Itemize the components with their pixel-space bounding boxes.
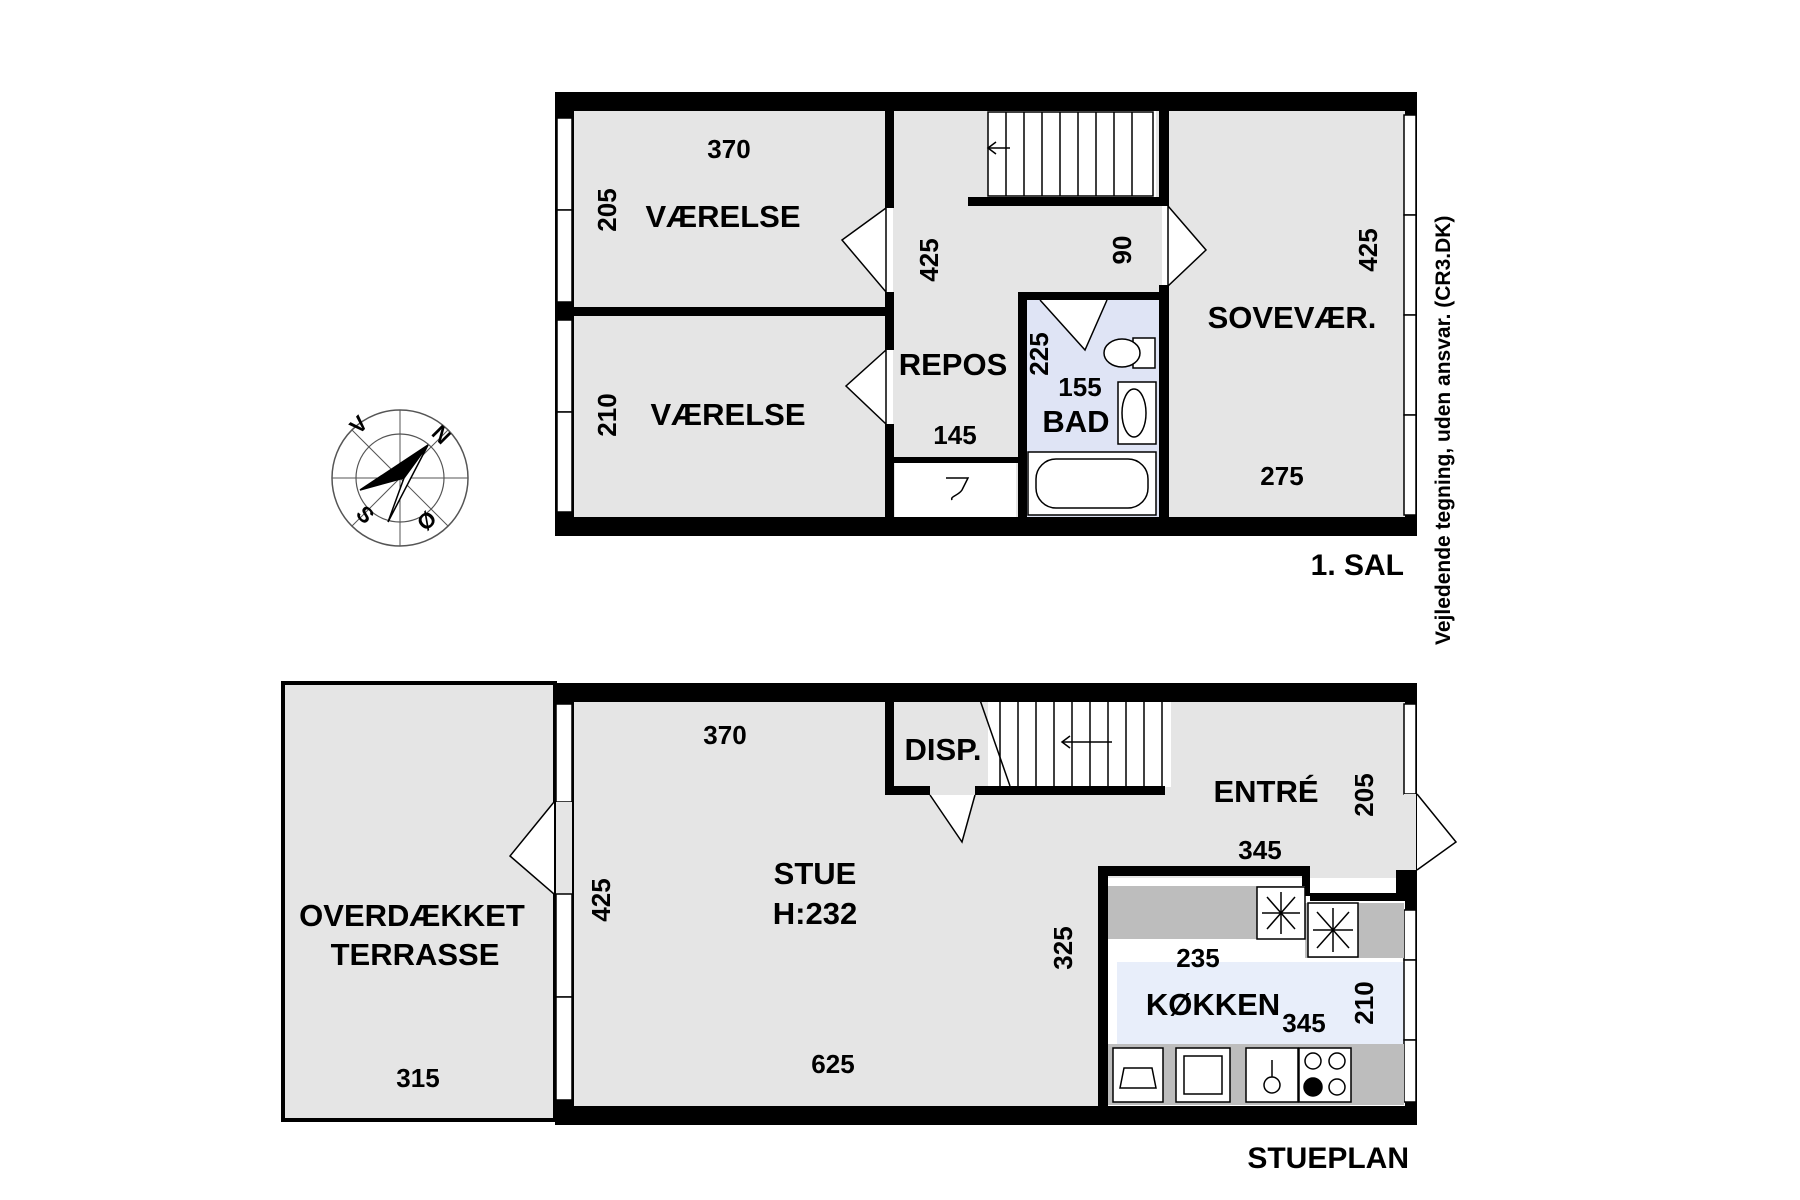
stair-upper-area <box>988 110 1156 198</box>
window <box>1403 1039 1417 1103</box>
dimension-label: 205 <box>1349 773 1379 816</box>
wall <box>1302 866 1310 896</box>
window <box>555 703 573 803</box>
wall <box>555 683 1417 702</box>
room-name: BAD <box>1042 404 1109 439</box>
floor-label: STUEPLAN <box>1247 1142 1409 1175</box>
cabinet-icon <box>1256 886 1359 958</box>
wall <box>555 92 1417 111</box>
disclaimer-text: Vejledende tegning, uden ansvar. (CR3.DK… <box>1432 216 1455 645</box>
wall <box>1159 285 1169 518</box>
wall <box>555 517 1417 536</box>
window <box>1403 414 1417 516</box>
room-name: KØKKEN <box>1146 987 1280 1022</box>
dimension-label: 425 <box>586 878 616 921</box>
wall <box>975 786 1165 795</box>
window <box>1403 909 1417 961</box>
stair-lower <box>979 699 1163 787</box>
room-disp <box>895 702 990 790</box>
wall <box>1098 866 1310 876</box>
dimension-label: 325 <box>1048 926 1078 969</box>
room-name: ENTRÉ <box>1213 774 1318 809</box>
floor-label: 1. SAL <box>1311 549 1404 582</box>
room-name: REPOS <box>899 347 1008 382</box>
closet-upper <box>895 462 1016 518</box>
upper-floor: VÆRELSE 370 205 VÆRELSE 210 REPOS 425 14… <box>555 92 1417 582</box>
sink-icon <box>946 477 970 501</box>
sink-icon <box>1245 1047 1299 1103</box>
dimension-label: 345 <box>1282 1008 1325 1038</box>
dimension-label: 210 <box>1349 981 1379 1024</box>
bathtub-icon <box>1027 451 1157 516</box>
window <box>556 319 573 413</box>
dimension-label: 425 <box>1353 228 1383 271</box>
dimension-label: 345 <box>1238 835 1281 865</box>
dimension-label: 275 <box>1260 461 1303 491</box>
wall <box>885 786 930 795</box>
stove-icon <box>1298 1047 1352 1103</box>
window <box>555 893 573 998</box>
wall <box>1310 893 1405 901</box>
door-opening <box>1404 794 1416 870</box>
dimension-label: 235 <box>1176 943 1219 973</box>
room-vaerelse-2 <box>573 316 885 518</box>
dimension-label: 370 <box>703 720 746 750</box>
dimension-label: 225 <box>1024 332 1054 375</box>
room-name: OVERDÆKKET <box>299 898 525 933</box>
window <box>1403 314 1417 416</box>
room-name: STUE <box>774 856 857 891</box>
dimension-label: 425 <box>914 238 944 281</box>
wall <box>885 292 894 350</box>
wall <box>1396 870 1416 900</box>
dimension-label: 625 <box>811 1049 854 1079</box>
wall <box>1159 110 1169 206</box>
bath-sink-icon <box>1117 381 1157 445</box>
door-opening <box>556 802 572 894</box>
dimension-label: 370 <box>707 134 750 164</box>
wall <box>1098 866 1108 1106</box>
wall <box>573 307 893 316</box>
window <box>555 996 573 1101</box>
room-terrasse <box>281 681 557 1122</box>
wall <box>893 457 1018 463</box>
room-name: VÆRELSE <box>645 199 800 234</box>
dimension-label: 145 <box>933 420 976 450</box>
window <box>556 411 573 513</box>
window <box>1403 959 1417 1041</box>
wall <box>968 197 1168 206</box>
dimension-label: 315 <box>396 1063 439 1093</box>
dimension-label: 210 <box>592 393 622 436</box>
room-kokken <box>1117 962 1405 1044</box>
ground-floor: OVERDÆKKET TERRASSE 315 STUE H:232 370 4… <box>281 681 1458 1175</box>
room-name: SOVEVÆR. <box>1208 300 1377 335</box>
wall <box>555 1106 1417 1125</box>
room-name: VÆRELSE <box>650 397 805 432</box>
stair-upper <box>986 111 1154 197</box>
dimension-label: 205 <box>592 188 622 231</box>
window <box>556 117 573 211</box>
dimension-label: 90 <box>1107 236 1137 265</box>
room-name: TERRASSE <box>331 937 500 972</box>
wall <box>1018 292 1168 300</box>
window <box>1403 703 1417 795</box>
dishwasher-icon <box>1112 1047 1164 1103</box>
room-name: H:232 <box>773 896 857 931</box>
room-sovevaer <box>1169 110 1405 518</box>
toilet-icon <box>1103 337 1156 369</box>
room-name: DISP. <box>905 732 982 767</box>
door <box>508 793 1458 895</box>
wall <box>885 700 894 795</box>
compass-rose: N V S Ø <box>331 409 469 547</box>
window <box>1403 214 1417 316</box>
wall <box>885 424 894 518</box>
window <box>1403 114 1417 216</box>
dimension-label: 155 <box>1058 372 1101 402</box>
oven-icon <box>1175 1047 1231 1103</box>
wall <box>1018 292 1027 518</box>
room-vaerelse-1 <box>573 110 885 308</box>
window <box>556 209 573 303</box>
wall <box>885 110 894 208</box>
door <box>840 203 1208 426</box>
